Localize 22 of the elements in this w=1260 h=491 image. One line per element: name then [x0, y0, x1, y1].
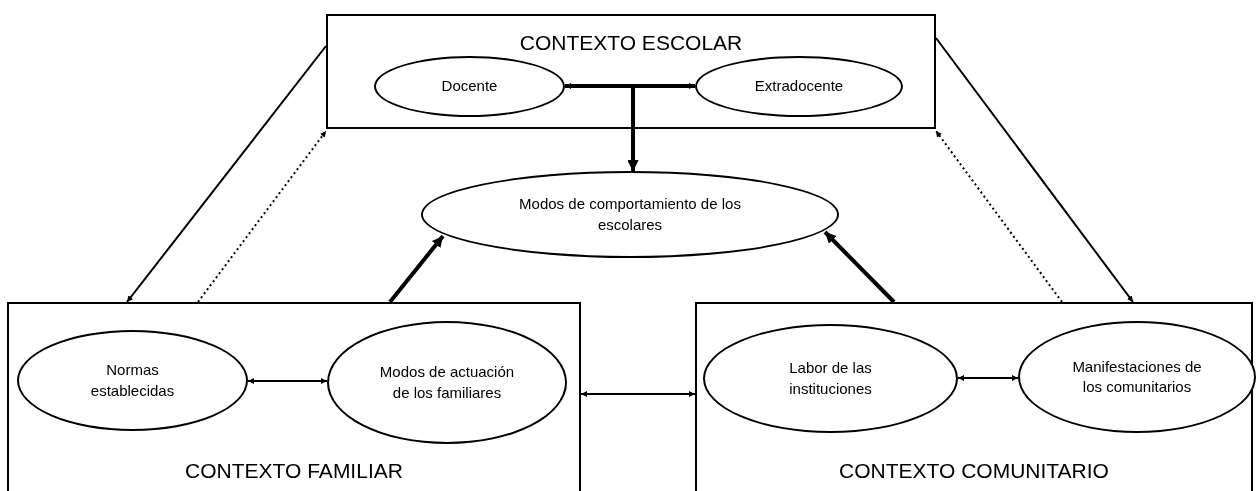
arrow — [197, 130, 327, 303]
arrow — [935, 37, 1134, 303]
arrow — [388, 234, 445, 304]
node-text: Extradocente — [754, 76, 844, 97]
arrow — [247, 378, 328, 384]
arrow — [935, 130, 1063, 303]
arrow — [957, 375, 1019, 381]
box-title: CONTEXTO FAMILIAR — [184, 460, 404, 481]
node-text: Normas establecidas — [89, 360, 176, 401]
context-box — [326, 14, 936, 129]
box-title: CONTEXTO ESCOLAR — [518, 32, 744, 53]
context-box — [7, 302, 581, 491]
node-text: Modos de actuación de los familiares — [378, 362, 516, 403]
arrow — [126, 45, 327, 303]
node-text: Modos de comportamiento de los escolares — [518, 194, 742, 235]
arrow — [580, 391, 696, 397]
node-text: Labor de las instituciones — [788, 358, 873, 399]
context-box — [695, 302, 1253, 491]
node-text: Manifestaciones de los comunitarios — [1072, 356, 1202, 397]
arrow — [823, 230, 896, 304]
node-text: Docente — [441, 76, 498, 97]
box-title: CONTEXTO COMUNITARIO — [838, 460, 1110, 481]
